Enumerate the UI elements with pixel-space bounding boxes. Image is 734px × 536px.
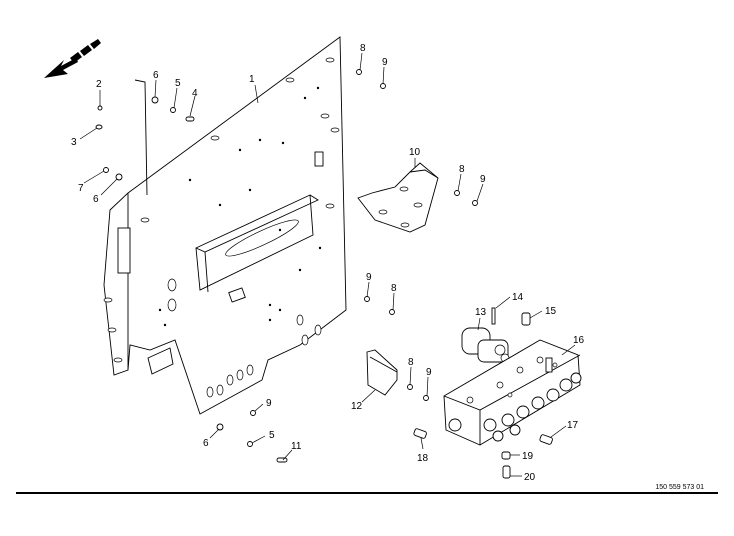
fasteners <box>95 69 553 479</box>
callout-20: 20 <box>524 472 536 483</box>
fastener-2 <box>97 105 103 111</box>
callout-19: 19 <box>522 451 534 462</box>
plug-19 <box>501 451 511 460</box>
callout-8d: 8 <box>408 357 414 368</box>
screw-9c <box>364 296 370 302</box>
callout-1: 1 <box>249 74 255 85</box>
bracket-10 <box>357 162 439 233</box>
callout-5b: 5 <box>269 430 275 441</box>
callout-9d: 9 <box>426 367 432 378</box>
callout-2: 2 <box>96 79 102 90</box>
screw-3 <box>95 124 103 130</box>
callout-12: 12 <box>351 401 363 412</box>
callout-14: 14 <box>512 292 524 303</box>
callout-17: 17 <box>567 420 579 431</box>
nut-7 <box>103 167 109 173</box>
fitting-18 <box>413 428 427 439</box>
washer-8b <box>454 190 460 196</box>
callout-6b: 6 <box>93 194 99 205</box>
washer-5b <box>247 441 253 447</box>
plug-20 <box>502 465 511 479</box>
bracket-12 <box>366 349 398 396</box>
callout-18: 18 <box>417 453 429 464</box>
callout-6c: 6 <box>203 438 209 449</box>
document-number: 150 559 573 01 <box>655 484 704 491</box>
washer-6b <box>115 173 123 181</box>
callout-16: 16 <box>573 335 585 346</box>
washer-8c <box>389 309 395 315</box>
callout-4: 4 <box>192 88 198 99</box>
callout-8c: 8 <box>391 283 397 294</box>
callout-8b: 8 <box>459 164 465 175</box>
callout-3: 3 <box>71 137 77 148</box>
screw-9e <box>250 410 256 416</box>
washer-8d <box>407 384 413 390</box>
callout-9a: 9 <box>382 57 388 68</box>
callout-labels: 1 2 3 4 5 5 6 6 6 7 8 8 8 8 9 9 9 9 9 10… <box>71 43 585 483</box>
bolt-4 <box>185 116 195 122</box>
washer-5a <box>170 107 176 113</box>
callout-10: 10 <box>409 147 421 158</box>
callout-9c: 9 <box>366 272 372 283</box>
screw-9d <box>423 395 429 401</box>
leader-lines <box>79 52 576 477</box>
callout-11: 11 <box>291 441 302 452</box>
screw-9a <box>380 83 386 89</box>
screw-9b <box>472 200 478 206</box>
mounting-plate <box>103 36 347 415</box>
bolt-11 <box>276 457 288 463</box>
callout-7: 7 <box>78 183 84 194</box>
callout-8a: 8 <box>360 43 366 54</box>
fitting-16 <box>521 312 531 326</box>
direction-arrow-icon <box>44 39 101 78</box>
callout-9e: 9 <box>266 398 272 409</box>
washer-8a <box>356 69 362 75</box>
callout-9b: 9 <box>480 174 486 185</box>
bottom-rule <box>16 492 718 494</box>
washer-6a <box>151 96 159 104</box>
bolt-14 <box>491 307 496 325</box>
washer-6c <box>216 423 224 431</box>
valve-13 <box>461 327 510 363</box>
fitting-17 <box>539 434 553 445</box>
callout-13: 13 <box>475 307 487 318</box>
callout-15: 15 <box>545 306 557 317</box>
callout-6a: 6 <box>153 70 159 81</box>
callout-5a: 5 <box>175 78 181 89</box>
valve-block-15 <box>443 339 582 446</box>
